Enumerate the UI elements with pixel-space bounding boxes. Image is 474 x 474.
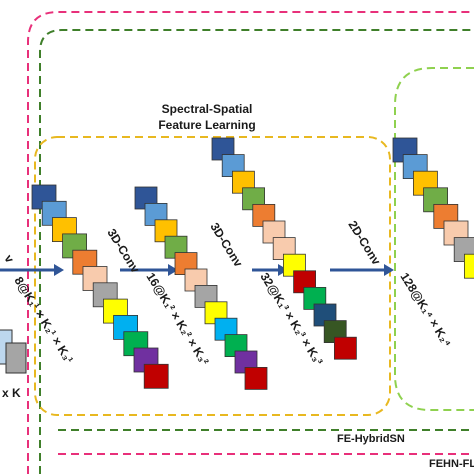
fehn-fl-label: FEHN-FL bbox=[429, 458, 474, 470]
fe-hybridsn-label: FE-HybridSN bbox=[337, 433, 405, 445]
right-region bbox=[394, 67, 474, 411]
feature-cube bbox=[333, 336, 357, 360]
flow-arrow-head bbox=[384, 264, 394, 276]
spectral-spatial-label-line2: Feature Learning bbox=[158, 118, 255, 132]
fe-hybridsn-region bbox=[39, 29, 474, 474]
input-cube bbox=[5, 342, 27, 374]
feature-cube bbox=[143, 363, 169, 389]
conv-stage-label-partial: v bbox=[1, 252, 17, 265]
flow-arrow-head bbox=[54, 264, 64, 276]
feature-cube bbox=[463, 253, 474, 279]
flow-arrow-head bbox=[168, 264, 178, 276]
feature-cube bbox=[244, 366, 268, 390]
input-size-label: x K bbox=[2, 386, 21, 400]
spectral-spatial-label-line1: Spectral-Spatial bbox=[162, 102, 253, 116]
flow-arrow bbox=[0, 264, 394, 276]
fehn-fl-region bbox=[27, 11, 474, 474]
feature-cube-stacks bbox=[31, 137, 474, 390]
spectral-spatial-region bbox=[34, 136, 391, 416]
layer-label-4: 128@K₁⁴ × K₂⁴ bbox=[397, 270, 454, 349]
conv-stage-label-1: 3D-Conv bbox=[104, 226, 142, 276]
conv-stage-label-3: 2D-Conv bbox=[345, 218, 383, 268]
conv-stage-label-2: 3D-Conv bbox=[207, 220, 245, 270]
